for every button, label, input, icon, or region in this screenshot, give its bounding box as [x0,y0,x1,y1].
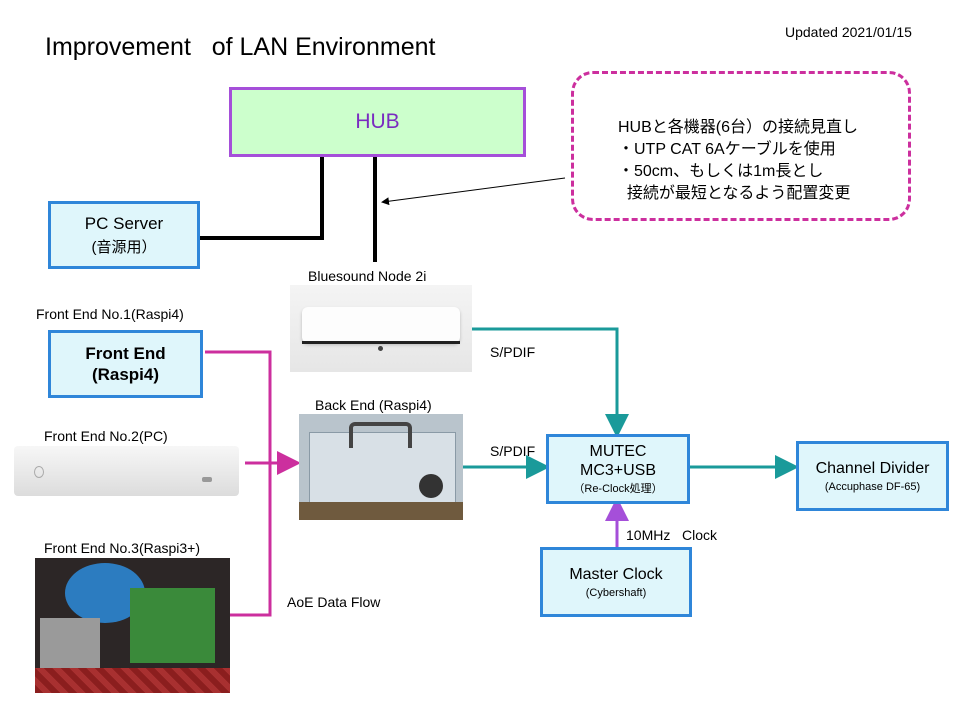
pc-server-sublabel: (音源用） [91,238,157,256]
note-callout: HUBと各機器(6台）の接続見直し ・UTP CAT 6Aケーブルを使用 ・50… [571,71,911,221]
pc-server-label: PC Server [84,213,164,233]
front-end-1-sublabel: (Raspi4) [91,365,160,384]
mutec-model: MC3+USB [579,462,657,479]
front-end-1-box: Front End (Raspi4) [48,330,203,398]
hub-box: HUB [229,87,526,157]
updated-date: Updated 2021/01/15 [785,24,912,40]
note-line-2: ・UTP CAT 6Aケーブルを使用 [618,141,836,158]
front-end-2-caption: Front End No.2(PC) [44,428,168,444]
front-end-3-caption: Front End No.3(Raspi3+) [44,540,201,556]
lan-cable-pc-server [200,157,324,240]
master-clock-label: Master Clock [569,565,663,583]
front-end-3-photo [35,558,230,693]
master-clock-box: Master Clock (Cybershaft) [540,547,692,617]
master-clock-sublabel: (Cybershaft) [585,586,647,599]
note-line-4: 接続が最短となるよう配置変更 [618,185,851,202]
page-title: Improvement of LAN Environment [45,33,436,61]
spdif-label-1: S/PDIF [490,344,536,360]
pc-server-box: PC Server (音源用） [48,201,200,269]
front-end-1-caption: Front End No.1(Raspi4) [36,306,184,322]
hub-label: HUB [355,110,400,133]
front-end-2-photo [14,446,239,496]
spdif-label-2: S/PDIF [490,443,536,459]
mutec-sublabel: （Re-Clock処理） [573,483,663,495]
aoe-line-front-end-1 [205,350,272,617]
mutec-label: MUTEC [589,443,647,460]
channel-divider-label: Channel Divider [815,459,930,477]
note-line-1: HUBと各機器(6台）の接続見直し [618,119,859,136]
note-line-3: ・50cm、もしくは1m長とし [618,163,824,180]
aoe-label: AoE Data Flow [287,594,381,610]
clock-label: 10MHz Clock [626,527,718,543]
channel-divider-sublabel: (Accuphase DF-65) [824,480,921,493]
channel-divider-box: Channel Divider (Accuphase DF-65) [796,441,949,511]
spdif-line-bluesound [472,327,629,438]
back-end-caption: Back End (Raspi4) [315,397,432,413]
mutec-box: MUTEC MC3+USB （Re-Clock処理） [546,434,690,504]
front-end-1-label: Front End [85,344,166,363]
note-pointer-arrow [381,177,566,206]
bluesound-photo [290,285,472,372]
back-end-photo [299,414,463,520]
bluesound-label: Bluesound Node 2i [308,268,427,284]
